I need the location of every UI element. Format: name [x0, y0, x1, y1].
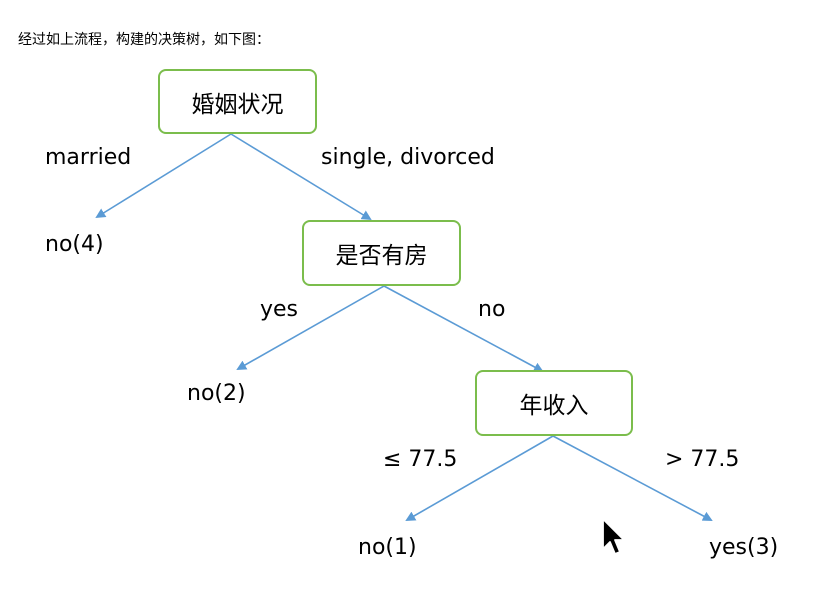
node-annual-income: 年收入 [475, 370, 633, 436]
edge-single-divorced [230, 133, 372, 221]
node-has-house: 是否有房 [302, 220, 461, 286]
intro-text: 经过如上流程，构建的决策树，如下图： [18, 32, 270, 48]
edge-label-gt: > 77.5 [665, 447, 740, 472]
leaf-no-1: no(1) [358, 535, 417, 560]
leaf-yes-3: yes(3) [709, 535, 779, 560]
mouse-pointer-icon [602, 518, 625, 555]
leaf-no-2: no(2) [187, 381, 246, 406]
edge-yes [236, 285, 385, 370]
edge-label-married: married [45, 145, 132, 170]
leaf-no-4: no(4) [45, 232, 104, 257]
edge-le [405, 435, 554, 521]
edge-label-yes: yes [260, 297, 299, 322]
edge-married [95, 133, 232, 219]
node-marital-status: 婚姻状况 [158, 69, 317, 134]
edge-label-le: ≤ 77.5 [383, 447, 458, 472]
edge-gt [552, 435, 713, 521]
edge-no [383, 285, 544, 372]
edge-label-no: no [478, 297, 506, 322]
edge-label-single-divorced: single, divorced [321, 145, 495, 170]
